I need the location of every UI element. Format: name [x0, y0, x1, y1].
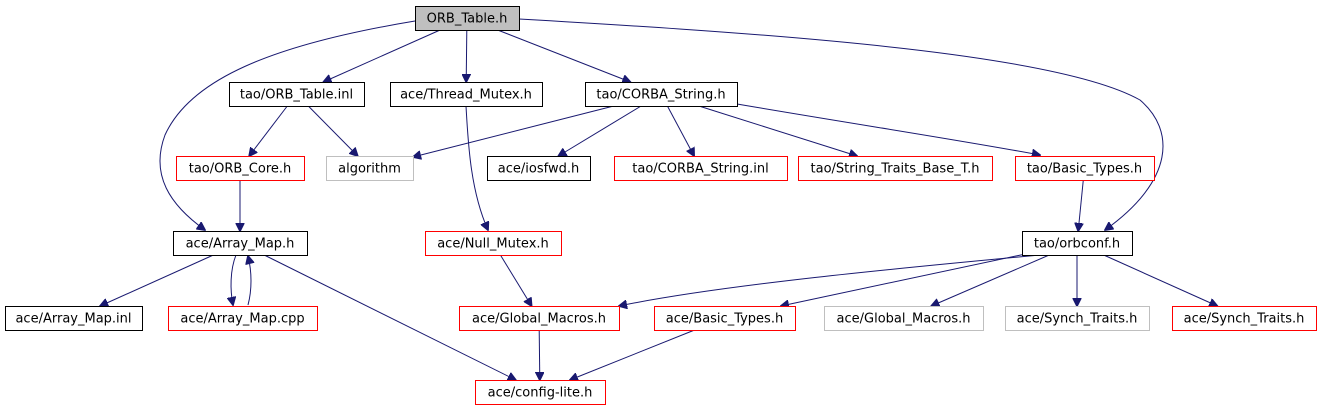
node-label: ace/Synch_Traits.h — [1184, 312, 1305, 327]
node-label: ORB_Table.h — [427, 12, 508, 27]
node-label: ace/Array_Map.inl — [15, 312, 131, 327]
edge-orb-table-h-to-ace-thread-mutex-h — [466, 29, 467, 82]
node-ace-synch-traits-h-2[interactable]: ace/Synch_Traits.h — [1172, 306, 1317, 331]
node-ace-array-map-inl[interactable]: ace/Array_Map.inl — [5, 306, 143, 331]
node-box — [654, 306, 796, 331]
edge-ace-thread-mutex-h-to-ace-null-mutex-h — [465, 105, 488, 230]
node-ace-array-map-cpp[interactable]: ace/Array_Map.cpp — [168, 306, 318, 331]
edge-ace-array-map-cpp-to-ace-array-map-h — [248, 256, 251, 306]
edge-orb-table-h-to-tao-corba-string-h — [497, 29, 631, 82]
node-label: ace/iosfwd.h — [498, 162, 579, 177]
node-box — [176, 156, 305, 181]
edge-ace-array-map-h-to-ace-array-map-inl — [100, 254, 214, 306]
edge-tao-orbconf-h-to-ace-global-macros-h-2 — [931, 254, 1050, 306]
node-box — [459, 306, 620, 331]
edge-tao-orbconf-h-to-ace-basic-types-h — [781, 254, 1023, 306]
node-label: tao/orbconf.h — [1034, 237, 1120, 252]
node-ace-iosfwd-h[interactable]: ace/iosfwd.h — [487, 156, 591, 181]
edge-tao-corba-string-h-to-algorithm — [413, 105, 614, 157]
node-ace-basic-types-h[interactable]: ace/Basic_Types.h — [654, 306, 796, 331]
node-ace-global-macros-h-2: ace/Global_Macros.h — [824, 306, 984, 331]
node-box — [1172, 306, 1317, 331]
node-box — [173, 231, 308, 256]
node-ace-thread-mutex-h[interactable]: ace/Thread_Mutex.h — [390, 82, 543, 107]
edge-ace-null-mutex-h-to-ace-global-macros-h — [499, 254, 531, 306]
node-box — [585, 82, 738, 107]
edge-tao-corba-string-h-to-tao-corba-string-inl — [666, 105, 694, 156]
node-box — [475, 380, 606, 405]
node-label: ace/Synch_Traits.h — [1017, 312, 1138, 327]
node-box — [1005, 306, 1150, 331]
node-label: ace/Global_Macros.h — [472, 312, 606, 327]
node-box — [824, 306, 984, 331]
node-label: tao/Basic_Types.h — [1027, 162, 1142, 177]
node-label: tao/ORB_Core.h — [189, 162, 292, 177]
node-box — [415, 6, 520, 31]
node-label: ace/config-lite.h — [488, 386, 593, 401]
edge-orb-table-h-to-tao-orbconf-h — [518, 18, 1164, 230]
nodes-layer: ORB_Table.h tao/ORB_Table.inl ace/Thread_M… — [5, 6, 1317, 405]
edge-tao-orb-table-inl-to-algorithm — [307, 105, 357, 156]
edge-tao-orbconf-h-to-ace-synch-traits-h-2 — [1103, 254, 1218, 306]
node-box — [5, 306, 143, 331]
node-tao-string-traits-base-t-h[interactable]: tao/String_Traits_Base_T.h — [798, 156, 993, 181]
node-tao-orb-table-inl[interactable]: tao/ORB_Table.inl — [229, 82, 365, 107]
edge-tao-basic-types-h-to-tao-orbconf-h — [1078, 179, 1084, 231]
node-box — [614, 156, 788, 181]
node-ace-null-mutex-h[interactable]: ace/Null_Mutex.h — [425, 231, 562, 256]
node-box — [229, 82, 365, 107]
node-box — [487, 156, 591, 181]
node-label: ace/Global_Macros.h — [837, 312, 971, 327]
node-box — [390, 82, 543, 107]
node-box — [798, 156, 993, 181]
edge-orb-table-h-to-ace-array-map-h — [159, 20, 416, 230]
edge-tao-orb-table-inl-to-tao-orb-core-h — [249, 105, 288, 156]
node-tao-basic-types-h[interactable]: tao/Basic_Types.h — [1015, 156, 1155, 181]
node-box — [1015, 156, 1155, 181]
node-tao-corba-string-h[interactable]: tao/CORBA_String.h — [585, 82, 738, 107]
node-tao-orbconf-h[interactable]: tao/orbconf.h — [1022, 231, 1133, 256]
node-box — [1022, 231, 1133, 256]
edge-ace-basic-types-h-to-ace-config-lite-h — [570, 329, 695, 380]
node-ace-config-lite-h[interactable]: ace/config-lite.h — [475, 380, 606, 405]
edge-tao-orbconf-h-to-ace-global-macros-h — [619, 254, 1041, 306]
node-ace-global-macros-h[interactable]: ace/Global_Macros.h — [459, 306, 620, 331]
node-label: ace/Array_Map.h — [186, 237, 295, 252]
edge-ace-array-map-h-to-ace-array-map-cpp — [231, 254, 237, 305]
node-label: tao/String_Traits_Base_T.h — [811, 162, 980, 177]
node-tao-orb-core-h[interactable]: tao/ORB_Core.h — [176, 156, 305, 181]
node-label: ace/Null_Mutex.h — [437, 237, 549, 252]
node-label: tao/CORBA_String.h — [596, 88, 725, 103]
node-ace-synch-traits-h: ace/Synch_Traits.h — [1005, 306, 1150, 331]
node-algorithm: algorithm — [326, 156, 414, 181]
node-box — [326, 156, 414, 181]
edge-ace-global-macros-h-to-ace-config-lite-h — [539, 329, 540, 380]
node-label: algorithm — [338, 162, 401, 177]
edges-layer — [100, 18, 1218, 380]
edge-tao-corba-string-h-to-tao-basic-types-h — [736, 103, 1040, 155]
node-label: ace/Array_Map.cpp — [180, 312, 304, 327]
node-box — [425, 231, 562, 256]
edge-ace-array-map-h-to-ace-config-lite-h — [263, 254, 516, 380]
node-label: ace/Thread_Mutex.h — [400, 88, 532, 103]
node-ace-array-map-h[interactable]: ace/Array_Map.h — [173, 231, 308, 256]
edge-tao-corba-string-h-to-tao-string-traits-base-t-h — [698, 105, 857, 156]
node-box — [168, 306, 318, 331]
node-tao-corba-string-inl[interactable]: tao/CORBA_String.inl — [614, 156, 788, 181]
node-label: tao/CORBA_String.inl — [632, 162, 768, 177]
node-label: ace/Basic_Types.h — [666, 312, 783, 327]
edge-tao-corba-string-h-to-ace-iosfwd-h — [558, 105, 642, 156]
edge-orb-table-h-to-tao-orb-table-inl — [323, 29, 441, 82]
node-label: tao/ORB_Table.inl — [240, 88, 353, 103]
node-orb-table-h[interactable]: ORB_Table.h — [415, 6, 520, 31]
